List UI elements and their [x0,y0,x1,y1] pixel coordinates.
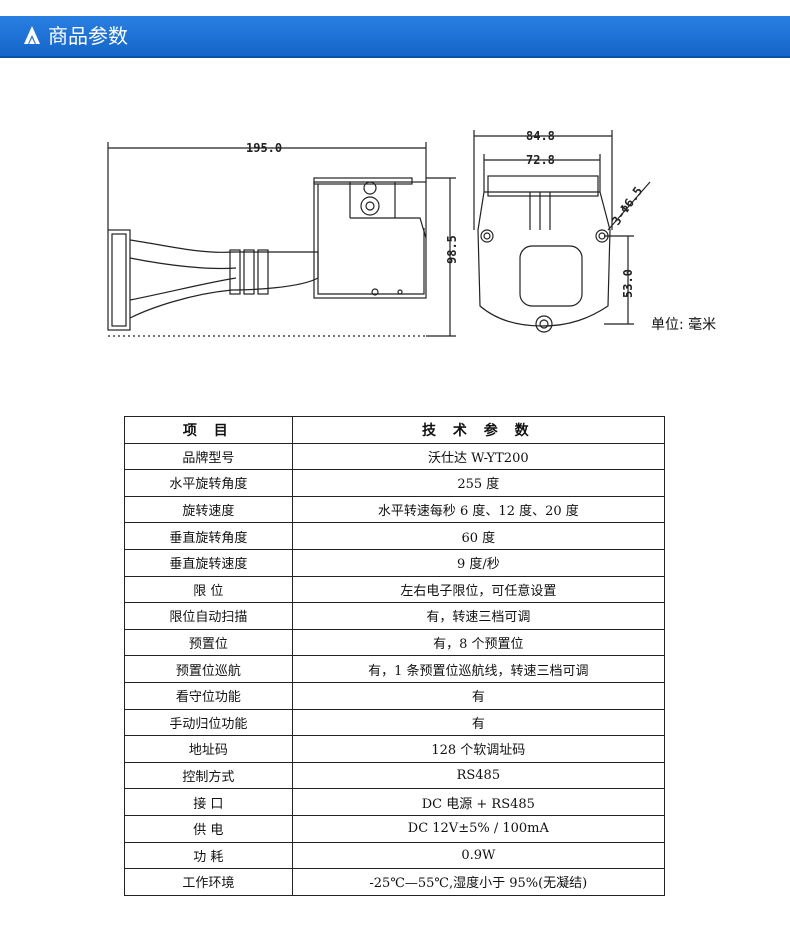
row-item: 工作环境 [124,868,293,896]
dim-side-width: 195.0 [246,141,282,155]
row-value: DC 12V±5% / 100mA [291,814,666,843]
row-value: 128 个软调址码 [291,735,666,763]
dimension-drawing: 195.0 98.5 84.8 72.8 3-Φ6.5 53.0 [107,129,651,337]
table-header-spec: 技 术 参 数 [291,416,666,444]
dim-hole-size: 3-Φ6.5 [609,184,645,228]
row-item: 看守位功能 [124,681,293,710]
row-value: 左右电子限位，可任意设置 [291,575,666,604]
table-row: 限 位左右电子限位，可任意设置 [124,575,666,604]
row-value: 有 [291,681,666,710]
row-value: DC 电源 + RS485 [291,788,666,816]
unit-label: 单位: 毫米 [651,317,717,333]
row-item: 品牌型号 [124,442,293,471]
dim-front-outer-width: 84.8 [526,129,555,143]
table-row: 旋转速度水平转速每秒 6 度、12 度、20 度 [124,495,666,524]
brand-logo-icon [24,26,40,44]
row-value: 9 度/秒 [291,548,666,577]
table-header-row: 项 目 技 术 参 数 [124,416,666,444]
row-value: 0.9W [291,841,666,870]
table-row: 看守位功能有 [124,681,666,710]
table-header-item: 项 目 [124,416,293,444]
row-item: 限 位 [124,575,293,604]
dim-front-inner-width: 72.8 [526,153,555,167]
row-value: 沃仕达 W-YT200 [291,442,666,471]
row-item: 控制方式 [124,761,293,790]
row-item: 功 耗 [124,841,293,870]
row-item: 手动归位功能 [124,708,293,737]
dim-side-height: 98.5 [445,235,459,264]
table-row: 限位自动扫描有，转速三档可调 [124,602,666,630]
row-item: 垂直旋转角度 [124,522,293,550]
table-row: 预置位有，8 个预置位 [124,628,666,657]
row-item: 供 电 [124,814,293,843]
row-item: 接 口 [124,788,293,816]
row-value: RS485 [291,761,666,790]
table-row: 预置位巡航有，1 条预置位巡航线，转速三档可调 [124,655,666,683]
row-value: 有 [291,708,666,737]
table-row: 工作环境-25℃—55℃,湿度小于 95%(无凝结) [124,868,666,896]
row-item: 水平旋转角度 [124,469,293,497]
row-value: 60 度 [291,522,666,550]
row-item: 旋转速度 [124,495,293,524]
header-bar: 商品参数 [0,16,790,58]
row-value: 有，8 个预置位 [291,628,666,657]
row-item: 预置位 [124,628,293,657]
row-value: 水平转速每秒 6 度、12 度、20 度 [291,495,666,524]
dim-hole-spacing: 53.0 [621,269,635,298]
row-item: 预置位巡航 [124,655,293,683]
row-item: 限位自动扫描 [124,602,293,630]
row-value: 有，1 条预置位巡航线，转速三档可调 [291,655,666,683]
row-value: -25℃—55℃,湿度小于 95%(无凝结) [291,868,666,896]
section-title: 商品参数 [48,24,128,48]
row-value: 255 度 [291,469,666,497]
row-item: 地址码 [124,735,293,763]
row-value: 有，转速三档可调 [291,602,666,630]
table-row: 品牌型号沃仕达 W-YT200 [124,442,666,471]
row-item: 垂直旋转速度 [124,548,293,577]
section-header: 商品参数 [0,0,790,60]
table-row: 手动归位功能有 [124,708,666,737]
